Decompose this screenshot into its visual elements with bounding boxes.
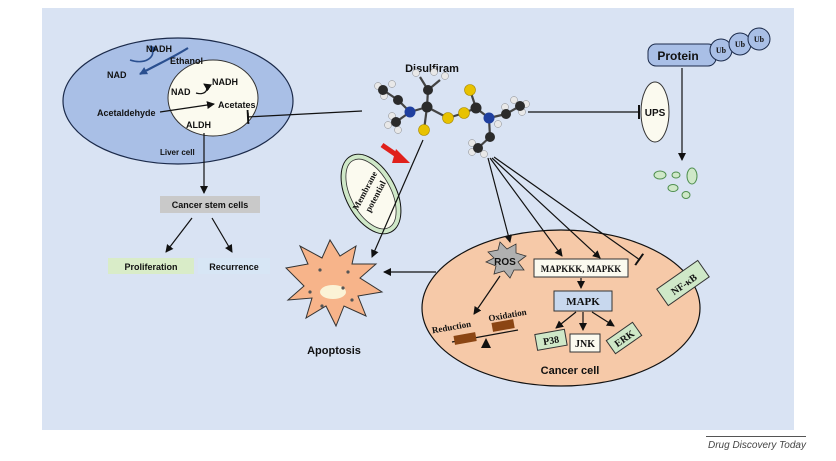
ethanol-conversion-arrow [139,47,189,75]
disulfiram-inhibits-nfkb [493,156,645,266]
label-jnk: JNK [575,339,595,350]
mapk-box [553,290,613,312]
label-nad-left: NAD [107,70,127,80]
erk-box [605,321,643,355]
ups-proteasome [640,81,670,143]
stem-cells-group: Cancer stem cells Proliferation Recurren… [108,196,270,274]
disulfiram-to-apoptosis-arrow [371,139,424,258]
disulfiram-molecule: Disulfiram [374,63,530,158]
disulfiram-to-mapk-arrow [491,157,601,259]
label-ros: ROS [494,257,516,268]
label-ups: UPS [645,108,666,119]
protein-group: Protein Ub Ub Ub UPS [640,27,771,199]
mapk-to-erk-arrow [591,311,615,327]
jnk-box [569,333,601,353]
stem-to-recurrence-arrow [211,217,233,253]
disulfiram-to-ros-arrow [487,157,513,243]
label-recurrence: Recurrence [209,262,259,272]
ubiquitin-chain: Ub Ub Ub [709,27,771,62]
label-cancer-cell: Cancer cell [541,365,600,377]
mapk-to-p38-arrow [555,311,577,329]
nad-nadh-cycle-arrow [129,45,158,63]
label-ethanol: Ethanol [170,56,203,66]
label-apoptosis: Apoptosis [307,345,361,357]
redox-balance [451,319,519,348]
protein-fragments [653,167,698,199]
red-arrow [380,142,410,163]
inner-nad-cycle-arrow [195,83,213,95]
label-protein: Protein [657,49,698,63]
label-nadh-top: NADH [146,44,172,54]
p38-box [534,328,568,351]
proliferation-box [108,258,194,274]
ub-2: Ub [735,40,746,49]
ros-starburst [485,241,527,279]
label-acetates: Acetates [218,100,256,110]
stem-to-proliferation-arrow [165,217,193,253]
label-mapk: MAPK [566,296,600,308]
stem-cells-box [160,196,260,213]
liver-cell-group: NADH Ethanol NAD NADH NAD Acetaldehyde A… [62,37,294,165]
ros-to-balance-arrow [473,275,501,315]
label-p38: P38 [542,334,560,348]
footer-rule [706,436,806,437]
label-liver-cell: Liver cell [160,148,195,157]
apoptotic-cell-group: Apoptosis [284,238,384,357]
ub-3: Ub [754,35,765,44]
apoptotic-cell [284,238,384,328]
label-cancer-stem-cells: Cancer stem cells [172,200,249,210]
membrane-potential-group: Membrane potential [340,142,410,235]
mapkkk-box [533,258,629,278]
journal-name: Drug Discovery Today [707,440,806,451]
label-nadh-inner: NADH [212,77,238,87]
recurrence-box [198,258,270,274]
label-acetaldehyde: Acetaldehyde [97,108,156,118]
ub-1: Ub [716,46,727,55]
acetaldehyde-to-acetates-arrow [159,101,215,113]
apoptotic-nucleus [320,285,346,299]
cancer-cell-group: ROS MAPKKK, MAPKK MAPK P38 JNK ERK NF-κB [421,229,710,387]
label-mapkkk: MAPKKK, MAPKK [541,264,622,274]
disulfiram-to-mapkkk-arrow [489,157,563,257]
disulfiram-inhibits-aldh [246,109,363,124]
label-nad-inner: NAD [171,87,191,97]
nfkb-box [656,259,710,307]
label-proliferation: Proliferation [124,262,177,272]
label-aldh: ALDH [186,120,211,130]
liver-organelle [167,59,259,137]
